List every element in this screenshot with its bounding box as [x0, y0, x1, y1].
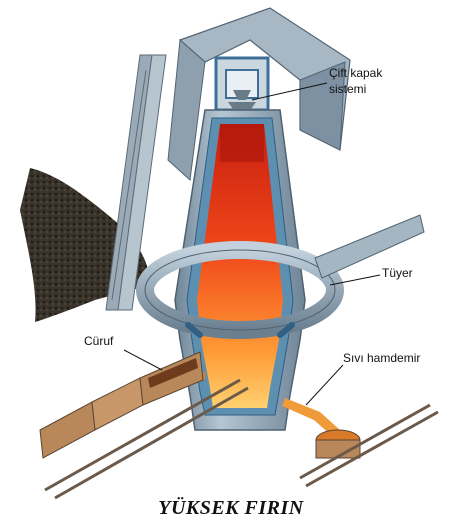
tuyere-nozzles — [185, 322, 295, 338]
iron-runner — [282, 398, 340, 436]
diagram-caption: YÜKSEK FIRIN — [158, 497, 304, 519]
leader-lines — [123, 82, 381, 406]
label-tuyere: Tüyer — [382, 266, 413, 280]
top-gantry — [167, 7, 351, 182]
rail-tracks — [44, 378, 439, 500]
ladle-car — [315, 429, 361, 459]
bustle-pipe — [136, 241, 344, 339]
double-bell-system — [214, 56, 270, 112]
hot-blast-main — [314, 214, 425, 279]
label-double-bell-line1: Çift kapak — [329, 66, 383, 80]
label-double-bell-line2: sistemi — [329, 82, 367, 96]
slag-wagons — [39, 351, 204, 459]
label-slag: Cüruf — [84, 334, 114, 348]
label-hot-metal: Sıvı hamdemir — [343, 351, 421, 365]
skip-hoist — [105, 54, 167, 311]
